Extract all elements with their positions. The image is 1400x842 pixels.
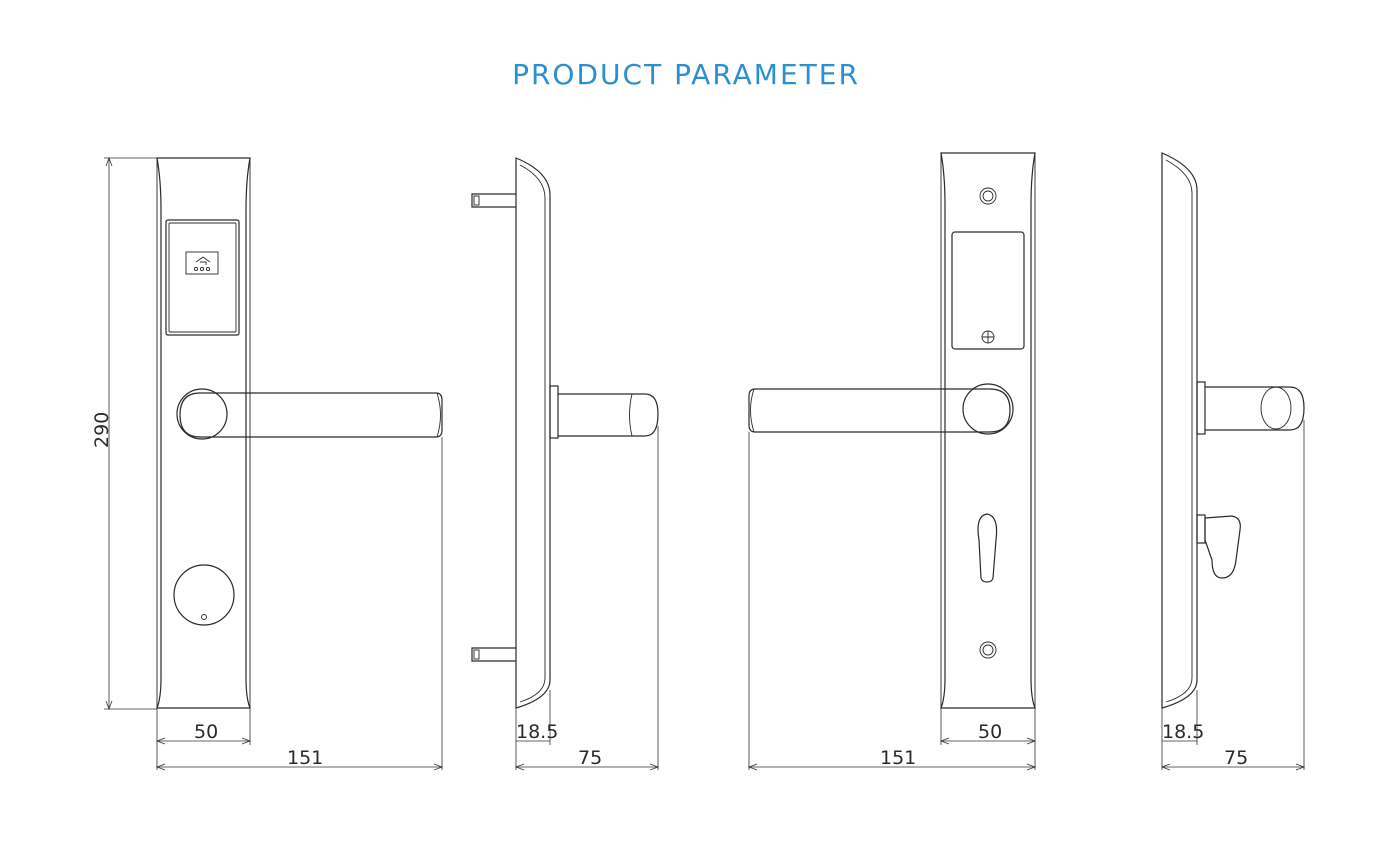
side-view-front [471,157,659,709]
thumb-turn-side [1196,514,1241,579]
dimension-side-thickness: 18.5 [515,690,558,770]
dimension-back-side-depth-label: 75 [1224,747,1248,769]
back-lever-handle [748,383,1014,435]
dimension-front-total-width-label: 151 [287,747,323,769]
back-view [748,152,1036,709]
card-reader-icon [185,251,219,275]
dimension-back-side-thickness-label: 18.5 [1162,721,1204,743]
dimension-front-total-width: 151 [155,437,444,771]
dimension-back-plate-width: 50 [939,708,1037,745]
euro-keyhole-icon [977,513,998,583]
mounting-pin-top [471,193,516,208]
side-view-back [1161,152,1305,709]
dimension-side-depth-label: 75 [578,747,602,769]
dimension-side-depth: 75 [514,426,660,771]
mounting-pin-bottom [471,647,516,662]
front-view [156,157,443,709]
battery-cover [951,231,1025,350]
dimension-side-thickness-label: 18.5 [516,721,558,743]
dimension-back-side-thickness: 18.5 [1161,690,1204,770]
dimension-height-label: 290 [91,412,113,448]
side-lever-front [549,385,659,439]
dimension-back-total-width: 151 [747,432,1037,771]
dimension-front-plate-width: 50 [155,708,252,770]
dimension-back-total-width-label: 151 [880,747,916,769]
page-title: PRODUCT PARAMETER [512,58,860,91]
side-plate-front [515,157,551,709]
side-lever-back [1196,381,1305,435]
back-plate [940,152,1036,709]
dimension-height: 290 [91,156,157,711]
dimension-front-plate-width-label: 50 [194,721,218,743]
side-plate-back [1161,152,1198,709]
dimension-back-side-depth: 75 [1160,420,1306,771]
key-cylinder-icon [173,564,235,626]
screw-icon [979,187,997,205]
dimension-back-plate-width-label: 50 [978,721,1002,743]
screw-icon-bottom [979,641,997,659]
front-lever-handle [176,388,443,440]
card-reader-panel [165,219,240,336]
